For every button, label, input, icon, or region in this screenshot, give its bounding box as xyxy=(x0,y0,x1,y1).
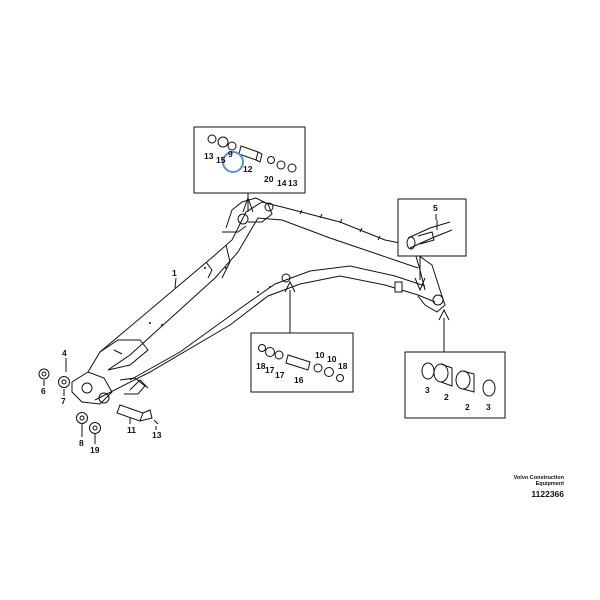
detail-box-bushings xyxy=(404,308,506,419)
callout-labels: 1 5 13 15 9 12 20 14 13 18 17 17 16 10 1… xyxy=(41,149,491,455)
callout-leaders xyxy=(43,214,437,444)
callout-2-b: 2 xyxy=(465,402,470,412)
callout-7: 7 xyxy=(61,396,66,406)
detail-box-lower-pin xyxy=(250,280,354,393)
callout-2: 2 xyxy=(444,392,449,402)
callout-3-left: 3 xyxy=(425,385,430,395)
detail-box-upper-pin xyxy=(193,126,306,213)
callout-11: 11 xyxy=(127,425,136,435)
callout-15: 15 xyxy=(216,155,226,165)
callout-5: 5 xyxy=(433,203,438,213)
manufacturer-line-2: Equipment xyxy=(535,481,564,487)
callout-3-right: 3 xyxy=(486,402,491,412)
callout-16: 16 xyxy=(294,375,304,385)
drawing-number: 1122366 xyxy=(531,489,564,499)
callout-10-b: 10 xyxy=(327,354,337,364)
callout-13-left: 13 xyxy=(204,151,214,161)
callout-4: 4 xyxy=(62,348,67,358)
callout-17-b: 17 xyxy=(275,370,285,380)
callout-20: 20 xyxy=(264,174,274,184)
callout-19: 19 xyxy=(90,445,100,455)
callout-17-a: 17 xyxy=(265,365,275,375)
drawing-id-block: Volvo Construction Equipment 1122366 xyxy=(474,475,564,499)
callout-18-left: 18 xyxy=(256,361,266,371)
callout-13-right: 13 xyxy=(288,178,298,188)
callout-1: 1 xyxy=(172,268,177,278)
callout-18-right: 18 xyxy=(338,361,348,371)
highlight-ring xyxy=(222,151,244,173)
manufacturer-line-1: Volvo Construction xyxy=(513,475,564,481)
boom-body xyxy=(71,197,446,405)
callout-13-foot: 13 xyxy=(152,430,162,440)
callout-8: 8 xyxy=(79,438,84,448)
callout-12: 12 xyxy=(243,164,253,174)
detail-box-bucket-pin-insert xyxy=(397,198,467,292)
callout-9: 9 xyxy=(228,149,233,159)
callout-10-a: 10 xyxy=(315,350,325,360)
foot-pin-parts xyxy=(38,358,159,434)
callout-6: 6 xyxy=(41,386,46,396)
callout-14: 14 xyxy=(277,178,287,188)
